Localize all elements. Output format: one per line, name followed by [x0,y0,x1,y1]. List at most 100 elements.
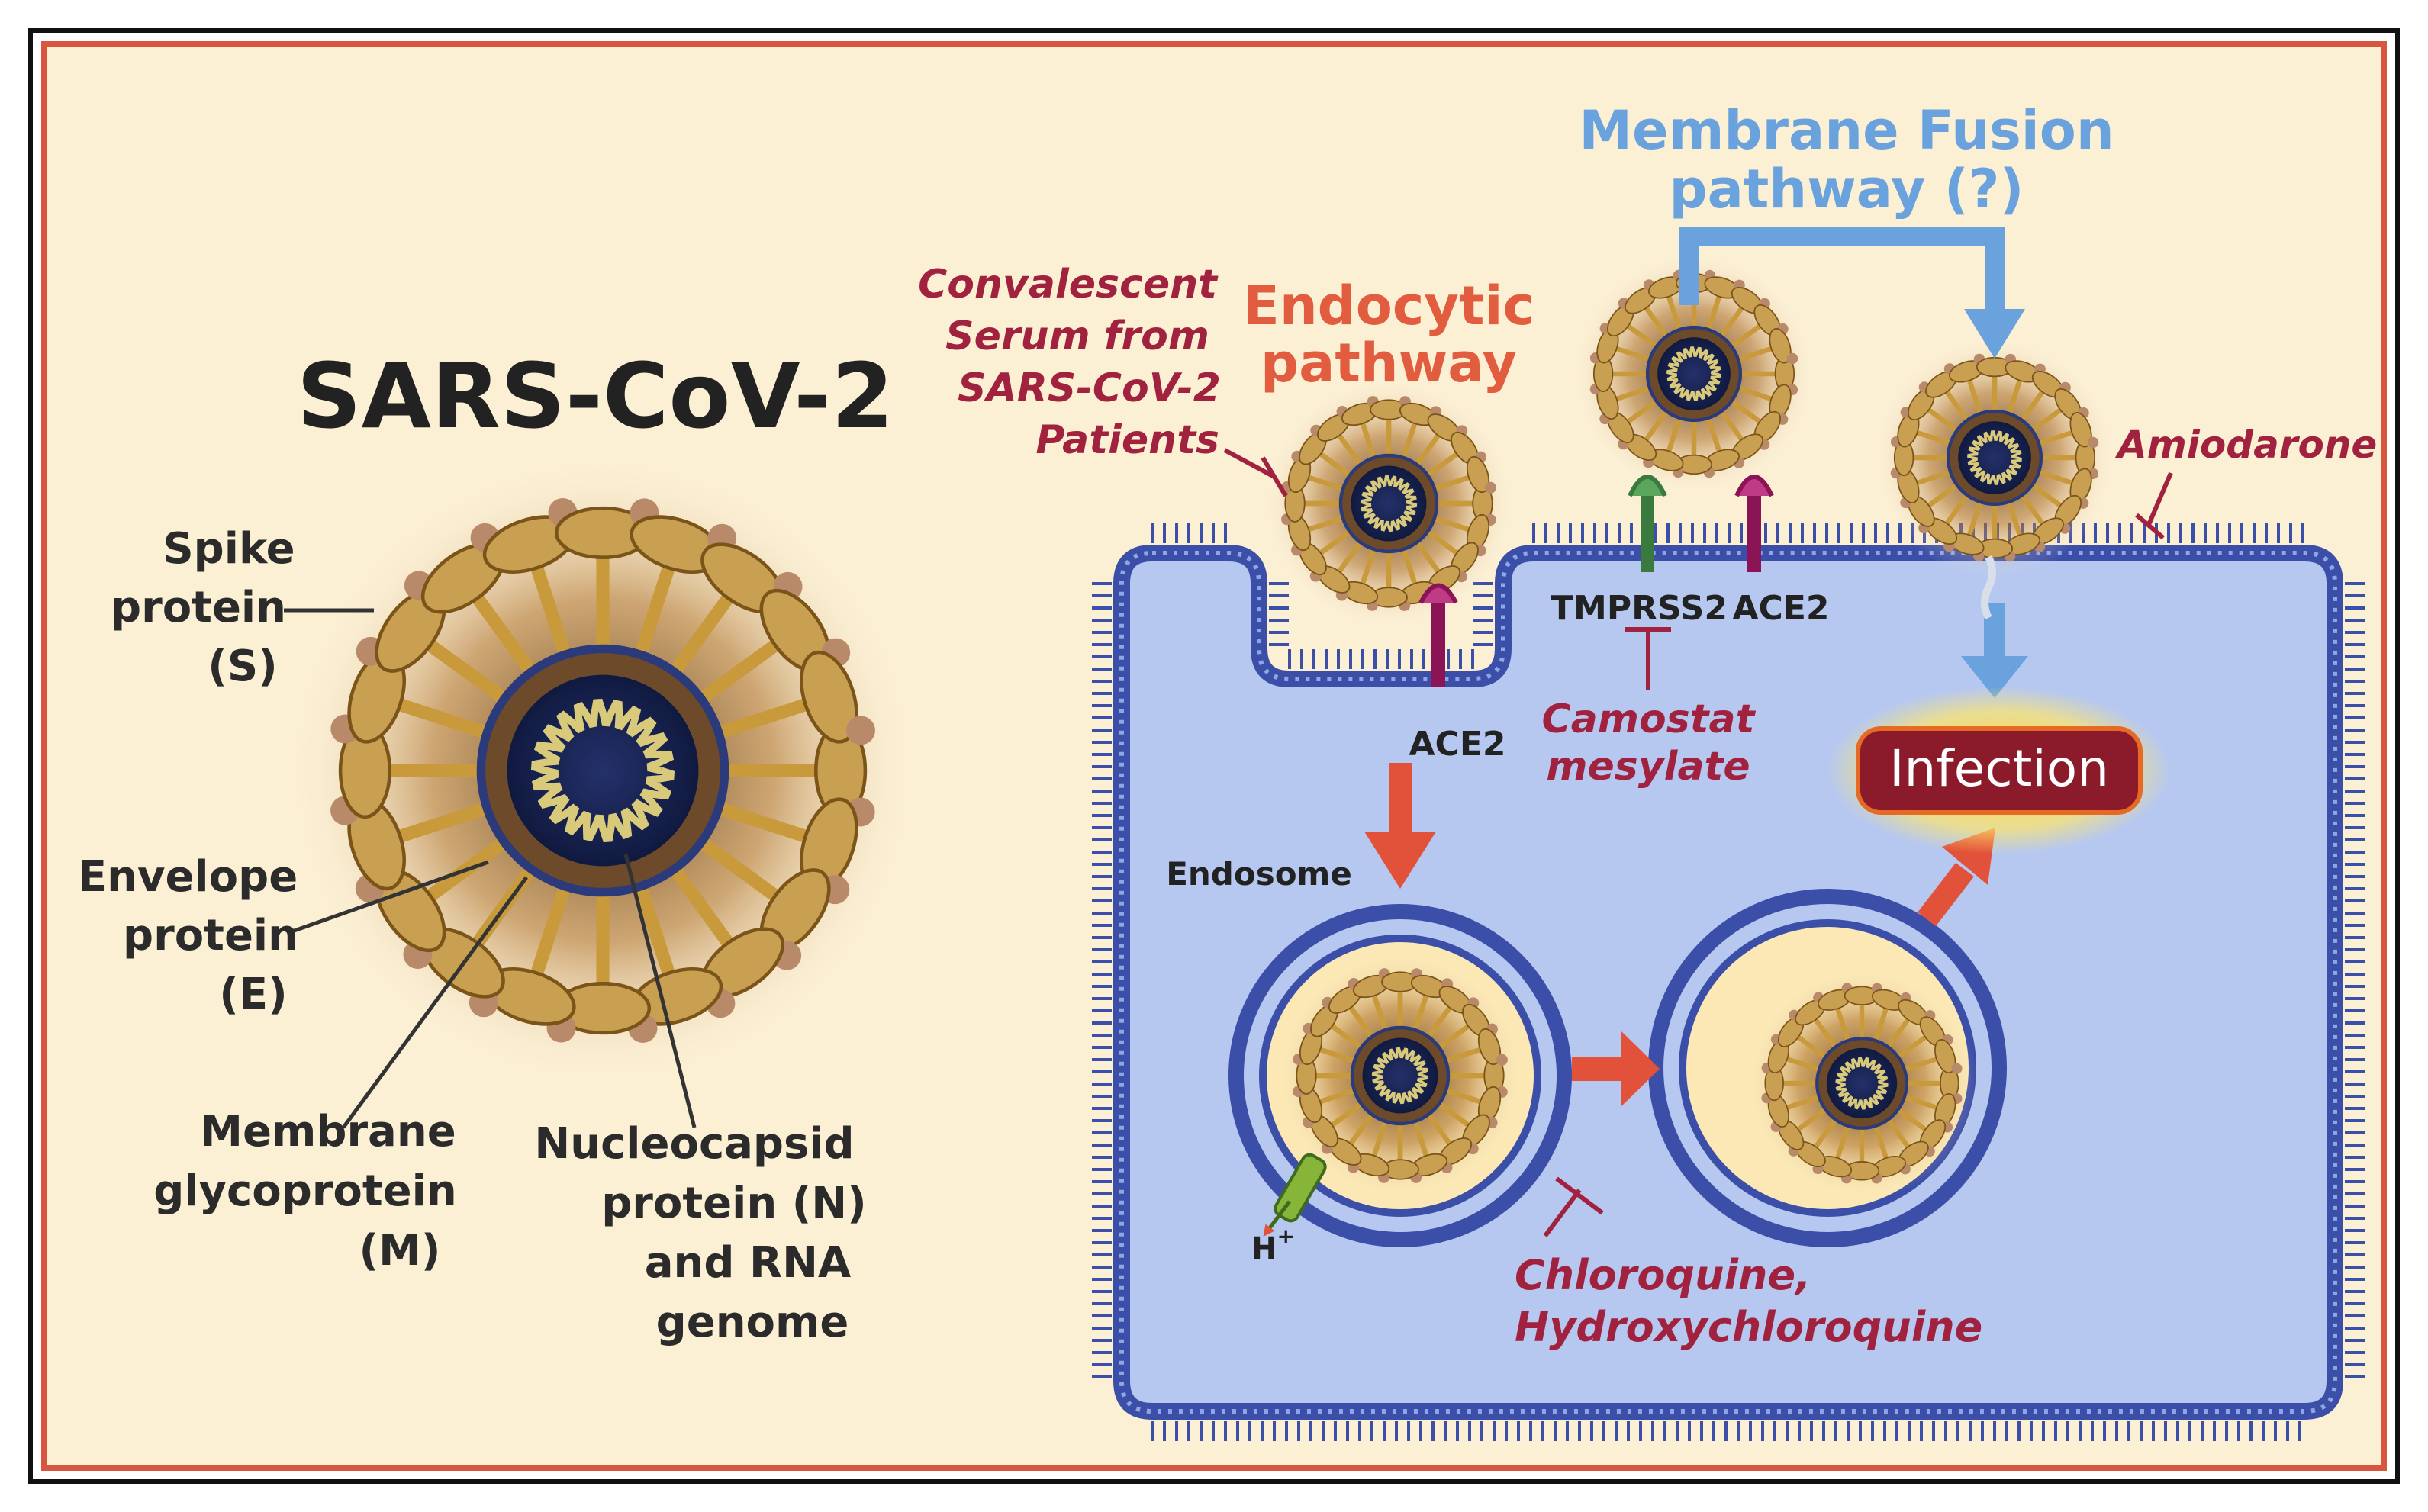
spike-knob [2087,436,2099,449]
spike-stalk [526,884,572,988]
spike-head [2069,411,2092,448]
proton-label: H+ [1251,1224,1295,1266]
spike-stalk [1412,989,1431,1031]
rna-genome [1360,475,1418,532]
spike-stalk [1314,1088,1356,1106]
spike-stalk [1782,1055,1821,1072]
proton-label-plus: + [1277,1224,1294,1249]
spike-stalk [1782,1095,1821,1111]
nucleocapsid-label-line-1: Nucleocapsid [534,1119,854,1169]
spike-stalk [1444,1045,1486,1063]
nucleocapsid-label: Nucleocapsid protein (N) and RNA genome [534,1119,866,1347]
membrane-fusion-connector [1679,227,2005,320]
spike-stalk [1425,529,1463,558]
drug-amiodarone: Amiodarone [2114,423,2377,540]
spike-stalk [1437,1021,1474,1050]
spike-stalk [1641,410,1669,446]
receptor-ace2-endocytic [1418,583,1458,687]
receptor-ace2-fusion [1734,475,1774,572]
spike-label-line-2: protein [111,583,286,632]
spike-stalk [2037,428,2078,446]
spike-stalk [526,553,572,657]
spike-stalk [1737,344,1777,362]
spike-stalk [697,632,790,705]
spike-stalk [1834,1003,1850,1042]
spike-stalk [1705,291,1724,331]
camostat-line-1: Camostat [1542,696,1757,742]
virion-fusing [1875,338,2114,577]
ace2-fusion-stalk [1747,496,1761,572]
membrane-fusion-label-1: Membrane Fusion [1579,99,2114,162]
ace2-endocytic-label: ACE2 [1409,725,1505,764]
endocytic-arrow-up-shaft [1918,862,1974,927]
spike-stalk [1426,1002,1455,1039]
virion-in-late-endosome [1746,967,1978,1199]
spike-stalk [1923,404,1959,433]
spike-stalk [1611,385,1651,404]
large-virion [289,457,916,1084]
amiodarone-inhibition-line [2135,471,2173,540]
spike-stalk [1664,417,1683,457]
endosome-label: Endosome [1166,855,1352,893]
spike-stalk [2030,404,2066,433]
amiodarone-label: Amiodarone [2114,423,2377,467]
spike-stalk [1326,1021,1364,1050]
spike-stalk [1911,428,1952,446]
spike-stalk [1326,1102,1364,1131]
spike-stalk [668,584,742,676]
rna-genome [1371,1047,1429,1105]
spike-stalk [1903,1095,1942,1111]
spike-stalk [1923,483,1959,511]
infection-badge [1856,726,2143,815]
spike-stalk [464,584,537,676]
membrane-label-line-3: (M) [359,1226,441,1276]
proton-pump-arrow [1263,1200,1291,1237]
rna-genome [1666,346,1721,401]
spike-stalk [716,802,820,847]
tmprss2-label: TMPRSS2 [1551,589,1728,628]
spike-stalk [1719,302,1747,338]
spike-stalk [1792,1108,1827,1134]
spike-stalk [1425,449,1463,478]
convalescent-line-3: SARS-CoV-2 [958,365,1221,411]
chloroquine-line-2: Hydroxychloroquine [1515,1303,1982,1351]
spike-stalk [697,836,790,909]
membrane-label-line-1: Membrane [200,1107,456,1157]
spike-stalk [1965,375,1983,415]
spike-stalk [634,884,679,988]
spike-stalk [1911,469,1952,487]
spike-stalk [2020,494,2048,529]
spike-stalk [1886,1014,1913,1049]
proton-pump [1263,1153,1327,1237]
spike-stalk [1334,429,1363,467]
spike-stalk [1719,410,1747,446]
membrane-fusion-label-2: pathway (?) [1670,158,2024,220]
spike-stalk [1873,1003,1890,1042]
spike-stalk [1730,320,1766,349]
spike-stalk [2030,483,2066,511]
spike-stalk [1315,449,1352,478]
spike-stalk [1345,1002,1374,1039]
fusion-pore-strand [1981,555,1996,620]
spike-stalk [1412,1120,1431,1162]
convalescent-line-2: Serum from [945,314,1209,359]
convalescent-line-4: Patients [1035,417,1219,463]
spike-knob [1786,352,1798,365]
spike-stalk [1303,473,1344,491]
nucleocapsid-leader-line [623,854,697,1128]
spike-stalk [1358,548,1377,590]
spike-stalk [1611,344,1651,362]
spike-knob [1951,1063,1963,1074]
convalescent-line-1: Convalescent [918,262,1219,307]
chloroquine-inhibition-line [1543,1176,1604,1237]
spike-stalk [1433,516,1475,534]
spike-stalk [1415,429,1444,467]
spike-stalk [1315,529,1352,558]
small-virions [1265,254,2114,1199]
spike-stalk [1664,291,1683,331]
spike-label-line-3: (S) [208,642,278,691]
nucleocapsid-label-line-3: and RNA [645,1238,852,1288]
spike-stalk [716,694,820,739]
